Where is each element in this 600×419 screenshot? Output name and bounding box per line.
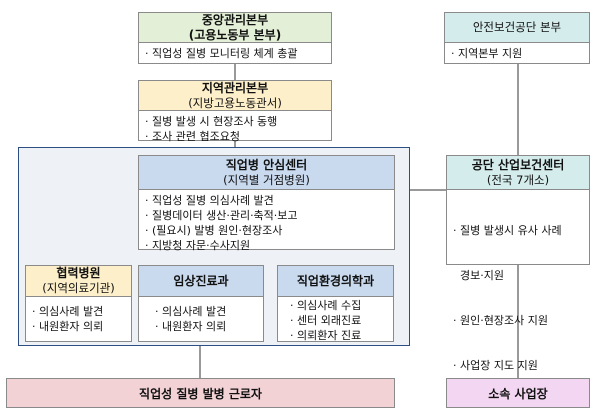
list-item: · 직업성 질병 모니터링 체계 총괄 (145, 47, 298, 60)
industrial-center-subtitle: (전국 7개소) (486, 172, 550, 187)
list-item: · 조사 관련 협조요청 (145, 130, 240, 143)
central-hq-header: 중앙관리본부 (고용노동부 본부) (138, 12, 332, 43)
clinical-dept-items: · 의심사례 발견 · 내원환자 의뢰 (138, 297, 264, 342)
cooperating-hospital-items: · 의심사례 발견 · 내원환자 의뢰 (25, 297, 132, 342)
list-item: · 지방청 자문·수사지원 (145, 239, 251, 252)
list-item: 경보·지원 (453, 269, 504, 282)
list-item: · (필요시) 발병 원인·현장조사 (145, 224, 283, 237)
safety-center-header: 직업병 안심센터 (지역별 거점병원) (138, 155, 395, 190)
safety-center-items: · 직업성 질병 의심사례 발견 · 질병데이터 생산·관리·축적·보고 · (… (138, 190, 395, 252)
industrial-center-title: 공단 산업보건센터 (471, 157, 565, 172)
industrial-center-header: 공단 산업보건센터 (전국 7개소) (446, 155, 590, 190)
occupational-medicine-items: · 의심사례 수집 · 센터 외래진료 · 의뢰환자 진료 (277, 297, 394, 342)
workplace-title: 소속 사업장 (488, 386, 548, 401)
regional-hq-items: · 질병 발생 시 현장조사 동행 · 조사 관련 협조요청 (138, 111, 332, 143)
central-hq-title: 중앙관리본부 (201, 12, 269, 27)
list-item: · 의심사례 발견 (155, 305, 227, 318)
list-item: · 원인·현장조사 지원 (453, 314, 548, 327)
occupational-medicine-title: 직업환경의학과 (296, 273, 375, 288)
affected-workers-title: 직업성 질병 발병 근로자 (139, 386, 262, 401)
regional-hq-subtitle: (지방고용노동관서) (188, 95, 282, 110)
regional-hq-title: 지역관리본부 (201, 80, 269, 95)
list-item: · 센터 외래진료 (290, 314, 362, 327)
list-item: · 질병 발생 시 현장조사 동행 (145, 115, 278, 128)
cooperating-hospital-header: 협력병원 (지역의료기관) (25, 265, 132, 297)
occupational-medicine-header: 직업환경의학과 (277, 265, 394, 297)
clinical-dept-title: 임상진료과 (173, 273, 229, 288)
central-hq-subtitle: (고용노동부 본부) (188, 27, 282, 42)
safety-center-title: 직업병 안심센터 (225, 157, 308, 172)
affected-workers-box: 직업성 질병 발병 근로자 (6, 378, 395, 408)
central-hq-items: · 직업성 질병 모니터링 체계 총괄 (138, 43, 332, 64)
list-item: · 의심사례 발견 (32, 305, 104, 318)
industrial-center-items: · 질병 발생시 유사 사례 경보·지원 · 원인·현장조사 지원 · 사업장 … (446, 190, 590, 372)
cooperating-hospital-subtitle: (지역의료기관) (42, 281, 115, 296)
list-item: · 내원환자 의뢰 (155, 320, 227, 333)
regional-hq-header: 지역관리본부 (지방고용노동관서) (138, 80, 332, 111)
list-item: · 직업성 질병 의심사례 발견 (145, 194, 274, 207)
clinical-dept-header: 임상진료과 (138, 265, 264, 297)
list-item: · 의심사례 수집 (290, 299, 362, 312)
safety-agency-items: · 지역본부 지원 (444, 43, 590, 64)
safety-agency-header: 안전보건공단 본부 (444, 12, 590, 43)
safety-center-subtitle: (지역별 거점병원) (223, 172, 310, 187)
safety-agency-title: 안전보건공단 본부 (472, 20, 562, 35)
list-item: · 질병데이터 생산·관리·축적·보고 (145, 209, 298, 222)
list-item: · 지역본부 지원 (451, 47, 523, 60)
list-item: · 의뢰환자 진료 (290, 329, 362, 342)
list-item: · 사업장 지도 지원 (453, 359, 538, 372)
cooperating-hospital-title: 협력병원 (56, 266, 101, 281)
list-item: · 질병 발생시 유사 사례 (453, 224, 562, 237)
list-item: · 내원환자 의뢰 (32, 320, 104, 333)
workplace-box: 소속 사업장 (446, 378, 590, 408)
